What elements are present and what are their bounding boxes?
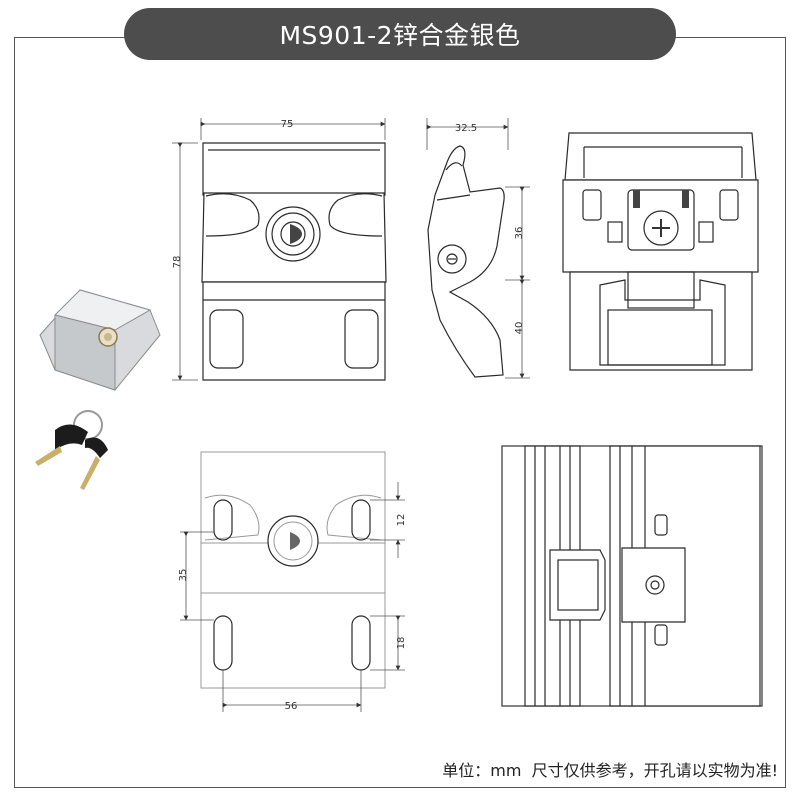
footer-note: 单位：mm 尺寸仅供参考，开孔请以实物为准! bbox=[442, 761, 778, 780]
title-banner: MS901-2锌合金银色 bbox=[124, 8, 676, 60]
dim-mount-horizontal: 56 bbox=[285, 701, 298, 712]
dim-side-upper: 36 bbox=[514, 227, 525, 240]
side-view: 32.5 36 40 bbox=[426, 118, 530, 379]
dim-front-width: 75 bbox=[281, 119, 294, 130]
installation-view bbox=[501, 445, 763, 707]
dim-side-lower: 40 bbox=[514, 322, 525, 335]
product-photo bbox=[39, 289, 161, 391]
back-view bbox=[562, 132, 759, 371]
dim-front-height: 78 bbox=[172, 256, 183, 269]
key-icon bbox=[35, 410, 108, 490]
front-view: 75 78 bbox=[172, 118, 387, 381]
dim-mount-slot-top: 12 bbox=[396, 514, 407, 527]
dim-mount-slot-bottom: 18 bbox=[396, 637, 407, 650]
dim-mount-vertical: 35 bbox=[178, 569, 189, 582]
mounting-view: 35 12 18 56 bbox=[178, 451, 407, 712]
dim-side-depth: 32.5 bbox=[455, 123, 477, 134]
page-title: MS901-2锌合金银色 bbox=[279, 21, 521, 50]
